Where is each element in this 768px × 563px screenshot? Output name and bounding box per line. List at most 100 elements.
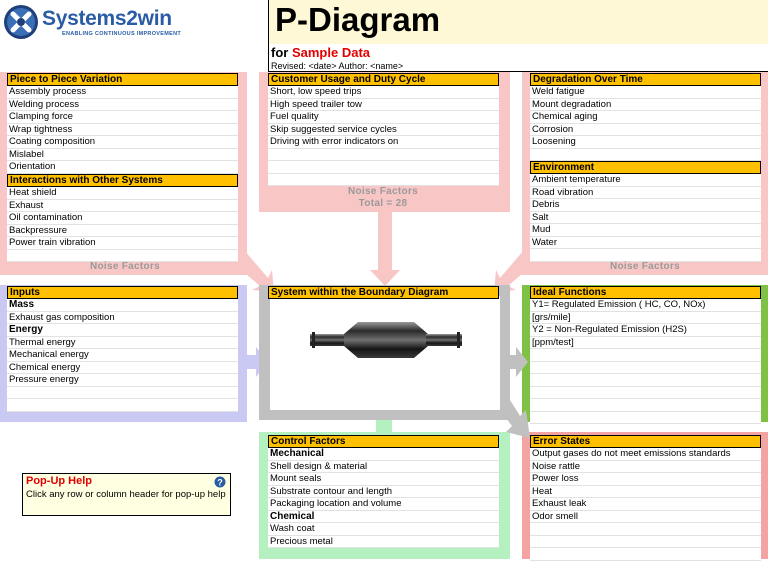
list-item[interactable] (530, 374, 761, 387)
list-item[interactable]: Heat shield (7, 187, 238, 200)
list-item[interactable]: Precious metal (268, 536, 499, 548)
list-item[interactable] (530, 399, 761, 412)
list-item[interactable]: Y2 = Non-Regulated Emission (H2S) (530, 324, 761, 337)
ideal-functions-header[interactable]: Ideal Functions (530, 286, 761, 299)
list-item[interactable]: Clamping force (7, 111, 238, 124)
list-item[interactable]: Chemical energy (7, 362, 238, 374)
list-item[interactable] (268, 161, 499, 174)
list-item[interactable]: Substrate contour and length (268, 486, 499, 498)
degradation-header[interactable]: Degradation Over Time (530, 73, 761, 86)
list-item[interactable]: [ppm/test] (530, 337, 761, 349)
popup-help-title: Pop-Up Help (26, 475, 92, 487)
page-title: P-Diagram (275, 1, 441, 38)
noise-factors-left-label: Noise Factors (89, 261, 161, 272)
list-item[interactable]: Mislabel (7, 149, 238, 161)
list-item[interactable] (530, 249, 761, 262)
list-item[interactable]: Orientation (7, 161, 238, 174)
list-item[interactable]: Driving with error indicators on (268, 136, 499, 149)
list-item[interactable]: Weld fatigue (530, 86, 761, 99)
list-item[interactable]: Packaging location and volume (268, 498, 499, 511)
popup-help-box[interactable]: Pop-Up Help Click any row or column head… (22, 473, 231, 516)
help-icon[interactable]: ? (214, 476, 226, 488)
list-item[interactable]: Skip suggested service cycles (268, 124, 499, 136)
list-item[interactable]: Odor smell (530, 511, 761, 523)
list-item[interactable]: Power train vibration (7, 237, 238, 250)
interactions-header[interactable]: Interactions with Other Systems (7, 174, 238, 187)
list-item[interactable]: Y1= Regulated Emission ( HC, CO, NOx) (530, 299, 761, 312)
list-item[interactable]: Water (530, 237, 761, 249)
environment-header[interactable]: Environment (530, 161, 761, 174)
list-item[interactable] (268, 149, 499, 161)
list-item[interactable] (530, 149, 761, 161)
list-item[interactable]: Noise rattle (530, 461, 761, 473)
input-arrow (247, 347, 268, 377)
error-states-header[interactable]: Error States (530, 435, 761, 448)
noise-factors-right-label: Noise Factors (609, 261, 681, 272)
list-item[interactable]: Loosening (530, 136, 761, 149)
list-item[interactable]: Power loss (530, 473, 761, 486)
inputs-header[interactable]: Inputs (7, 286, 238, 299)
list-item[interactable]: Coating composition (7, 136, 238, 149)
list-item[interactable]: Exhaust leak (530, 498, 761, 511)
noise-arrow-right (494, 250, 536, 292)
list-item[interactable] (530, 548, 761, 561)
list-item[interactable]: Corrosion (530, 124, 761, 136)
list-item[interactable] (530, 536, 761, 548)
list-item[interactable]: Welding process (7, 99, 238, 111)
list-item[interactable]: Exhaust gas composition (7, 312, 238, 324)
list-item[interactable]: Wrap tightness (7, 124, 238, 136)
list-item[interactable]: Ambient temperature (530, 174, 761, 187)
list-item[interactable]: Debris (530, 199, 761, 212)
list-item[interactable]: Mount degradation (530, 99, 761, 111)
list-item[interactable]: Exhaust (7, 200, 238, 212)
list-item[interactable] (530, 387, 761, 399)
list-item[interactable] (7, 399, 238, 412)
list-item[interactable]: Mechanical (268, 448, 499, 461)
list-item[interactable]: Fuel quality (268, 111, 499, 124)
noise-arrow-center (370, 212, 400, 286)
piece-variation-header[interactable]: Piece to Piece Variation (7, 73, 238, 86)
list-item[interactable] (530, 412, 761, 424)
system-header[interactable]: System within the Boundary Diagram (268, 286, 499, 299)
list-item[interactable]: Short, low speed trips (268, 86, 499, 99)
list-item[interactable]: Wash coat (268, 523, 499, 536)
catalytic-converter-image (310, 322, 462, 358)
list-item[interactable]: Salt (530, 212, 761, 224)
list-item[interactable]: Pressure energy (7, 374, 238, 387)
list-item[interactable]: Road vibration (530, 187, 761, 199)
customer-usage-header[interactable]: Customer Usage and Duty Cycle (268, 73, 499, 86)
list-item[interactable]: Chemical (268, 511, 499, 523)
list-item[interactable]: Thermal energy (7, 337, 238, 349)
list-item[interactable]: Chemical aging (530, 111, 761, 124)
list-item[interactable]: Mass (7, 299, 238, 312)
list-item[interactable] (530, 362, 761, 374)
list-item[interactable]: Oil contamination (7, 212, 238, 225)
list-item[interactable]: Heat (530, 486, 761, 498)
list-item[interactable]: [grs/mile] (530, 312, 761, 324)
list-item[interactable]: Backpressure (7, 225, 238, 237)
list-item[interactable] (7, 250, 238, 262)
list-item[interactable]: Shell design & material (268, 461, 499, 473)
list-item[interactable]: High speed trailer tow (268, 99, 499, 111)
list-item[interactable] (530, 523, 761, 536)
list-item[interactable] (530, 349, 761, 362)
revised-line: Revised: <date> Author: <name> (271, 61, 404, 71)
noise-arrow-left (232, 250, 274, 292)
output-arrow-ideal (510, 347, 528, 377)
list-item[interactable]: Energy (7, 324, 238, 337)
svg-text:?: ? (217, 478, 223, 488)
list-item[interactable]: Mud (530, 224, 761, 237)
list-item[interactable] (7, 387, 238, 399)
project-name[interactable]: Sample Data (291, 45, 371, 60)
list-item[interactable]: Assembly process (7, 86, 238, 99)
list-item[interactable]: Output gases do not meet emissions stand… (530, 448, 761, 461)
list-item[interactable]: Mechanical energy (7, 349, 238, 362)
list-item[interactable]: Mount seals (268, 473, 499, 486)
control-factors-header[interactable]: Control Factors (268, 435, 499, 448)
title-bar (269, 0, 768, 44)
list-item[interactable] (268, 174, 499, 186)
